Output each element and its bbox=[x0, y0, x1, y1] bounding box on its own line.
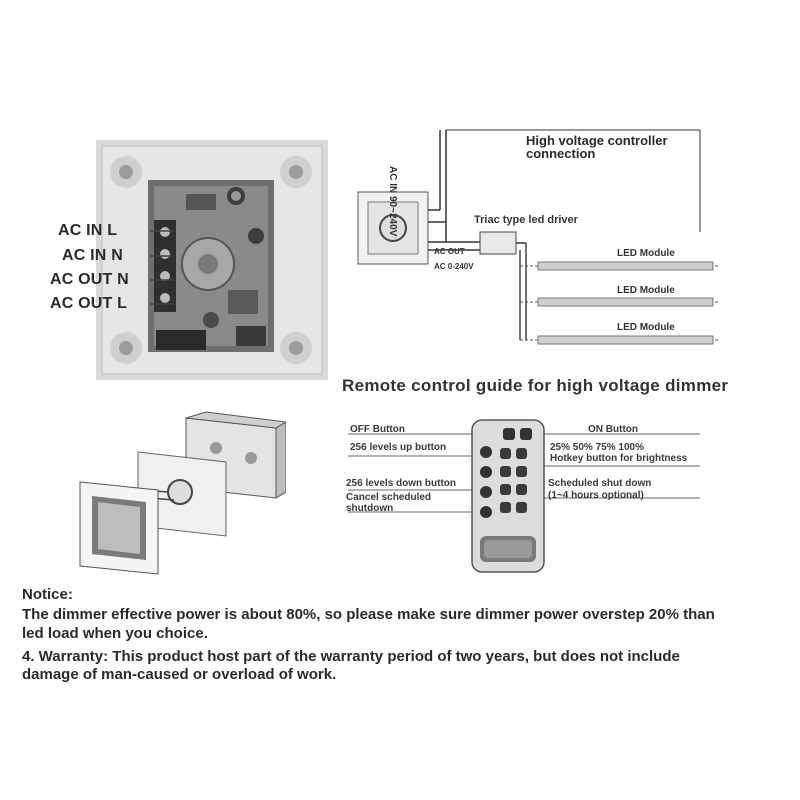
remote-leader-lines bbox=[348, 433, 700, 513]
led-module-label-3: LED Module bbox=[617, 322, 675, 333]
assembly-illustration bbox=[79, 411, 286, 575]
scheduled-shutdown-label-1: Scheduled shut down bbox=[548, 478, 652, 489]
percent-hotkeys-label: 25% 50% 75% 100% bbox=[550, 442, 644, 453]
notice-heading: Notice: bbox=[22, 586, 73, 603]
notice-line-2: led load when you choice. bbox=[22, 625, 208, 642]
remote-control bbox=[471, 419, 545, 573]
scheduled-shutdown-label-2: (1~4 hours optional) bbox=[548, 490, 644, 501]
ac-out-label: AC OUT bbox=[434, 247, 465, 256]
terminal-label-ac-out-n: AC OUT N bbox=[50, 271, 129, 288]
terminal-label-ac-out-l: AC OUT L bbox=[50, 295, 128, 312]
cancel-scheduled-label-2: shutdown bbox=[346, 503, 394, 514]
hotkey-brightness-label: Hotkey button for brightness bbox=[550, 453, 688, 464]
dimmer-photo bbox=[96, 140, 328, 380]
levels-down-label: 256 levels down button bbox=[346, 478, 457, 489]
led-strip-2 bbox=[520, 297, 720, 307]
hv-title-line1: High voltage controller bbox=[526, 133, 668, 148]
ac-in-label: AC IN 90~240V bbox=[387, 166, 398, 237]
ac-out-range-label: AC 0-240V bbox=[434, 262, 474, 271]
notice-line-4: damage of man-caused or overload of work… bbox=[22, 666, 337, 683]
terminal-leader-lines bbox=[150, 230, 174, 305]
hv-wiring-diagram bbox=[357, 129, 720, 345]
dimmer-board-drawing bbox=[96, 140, 328, 380]
hv-diagram-title: High voltage controller connection bbox=[526, 134, 668, 160]
off-button-label: OFF Button bbox=[350, 424, 405, 435]
notice-line-3: 4. Warranty: This product host part of t… bbox=[22, 648, 680, 665]
led-module-label-2: LED Module bbox=[617, 285, 675, 296]
led-strip-1 bbox=[520, 261, 720, 271]
on-button-label: ON Button bbox=[588, 424, 638, 435]
led-strip-3 bbox=[520, 335, 720, 345]
levels-up-label: 256 levels up button bbox=[350, 442, 447, 453]
terminal-label-ac-in-l: AC IN L bbox=[58, 222, 118, 239]
hv-title-line2: connection bbox=[526, 146, 596, 161]
notice-line-1: The dimmer effective power is about 80%,… bbox=[22, 606, 715, 623]
terminal-label-ac-in-n: AC IN N bbox=[62, 247, 123, 264]
led-module-label-1: LED Module bbox=[617, 248, 675, 259]
cancel-scheduled-label-1: Cancel scheduled bbox=[346, 492, 432, 503]
driver-label: Triac type led driver bbox=[474, 214, 578, 226]
remote-guide-title: Remote control guide for high voltage di… bbox=[342, 376, 729, 395]
